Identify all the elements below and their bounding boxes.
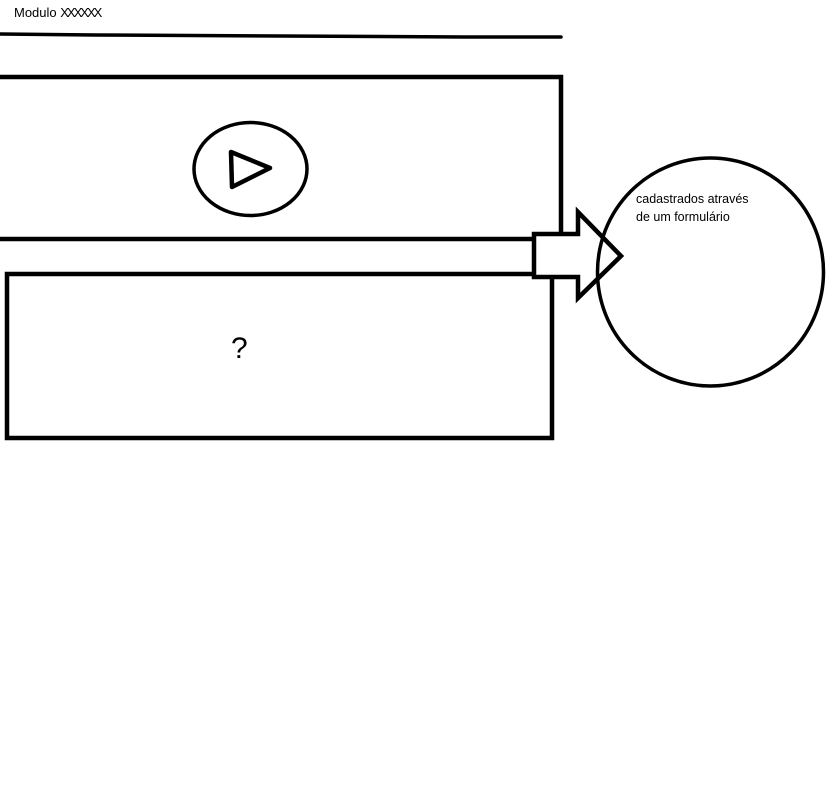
callout-text: cadastrados através de um formulário bbox=[636, 190, 786, 226]
header-divider bbox=[0, 32, 563, 39]
callout-bubble bbox=[595, 156, 826, 388]
module-title: Modulo XXXXXX bbox=[14, 5, 102, 21]
video-panel[interactable] bbox=[0, 74, 564, 242]
content-panel-text: ? bbox=[231, 332, 248, 365]
play-icon[interactable] bbox=[192, 120, 309, 218]
module-title-prefix: Modulo bbox=[14, 5, 57, 20]
callout-line-2: de um formulário bbox=[636, 210, 730, 224]
module-title-placeholder: XXXXXX bbox=[60, 5, 102, 20]
callout-line-1: cadastrados através bbox=[636, 192, 749, 206]
content-panel bbox=[4, 271, 555, 441]
